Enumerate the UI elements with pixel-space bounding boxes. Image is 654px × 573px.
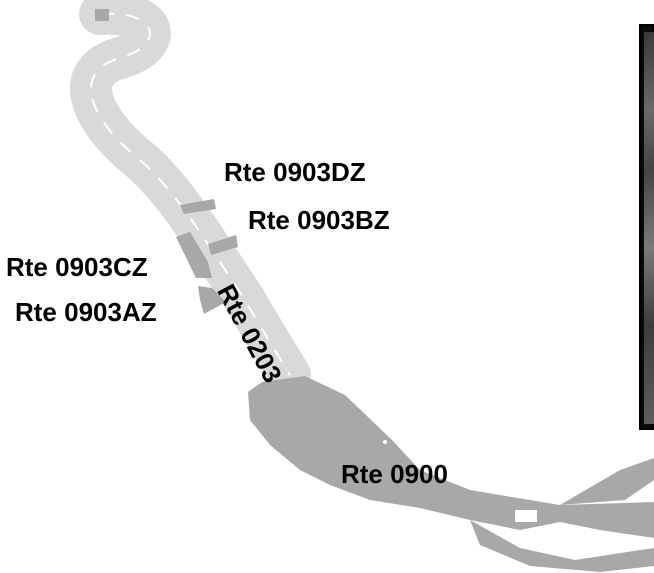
point-marker: [383, 440, 387, 444]
lane-markings: [90, 12, 291, 376]
median-cutout: [515, 510, 537, 522]
ramp-0903az: [198, 286, 226, 314]
ramp-0903cz: [176, 232, 212, 278]
photo-inset: [639, 24, 654, 430]
road-rte-0900-branch: [560, 458, 654, 505]
photo-image: [644, 32, 654, 424]
label-rte-0903bz: Rte 0903BZ: [248, 205, 390, 235]
ramp-0903bz: [208, 235, 238, 255]
label-rte-0903dz: Rte 0903DZ: [224, 157, 366, 187]
label-rte-0903az: Rte 0903AZ: [15, 297, 157, 327]
road-rte-0900-lower: [470, 520, 654, 572]
route-start-marker: [95, 9, 109, 21]
median-cutout: [545, 528, 585, 538]
ramp-0903dz: [180, 199, 216, 214]
label-rte-0903cz: Rte 0903CZ: [6, 252, 148, 282]
label-rte-0900: Rte 0900: [341, 459, 448, 489]
road-rte-0900-plaza: [248, 376, 654, 538]
